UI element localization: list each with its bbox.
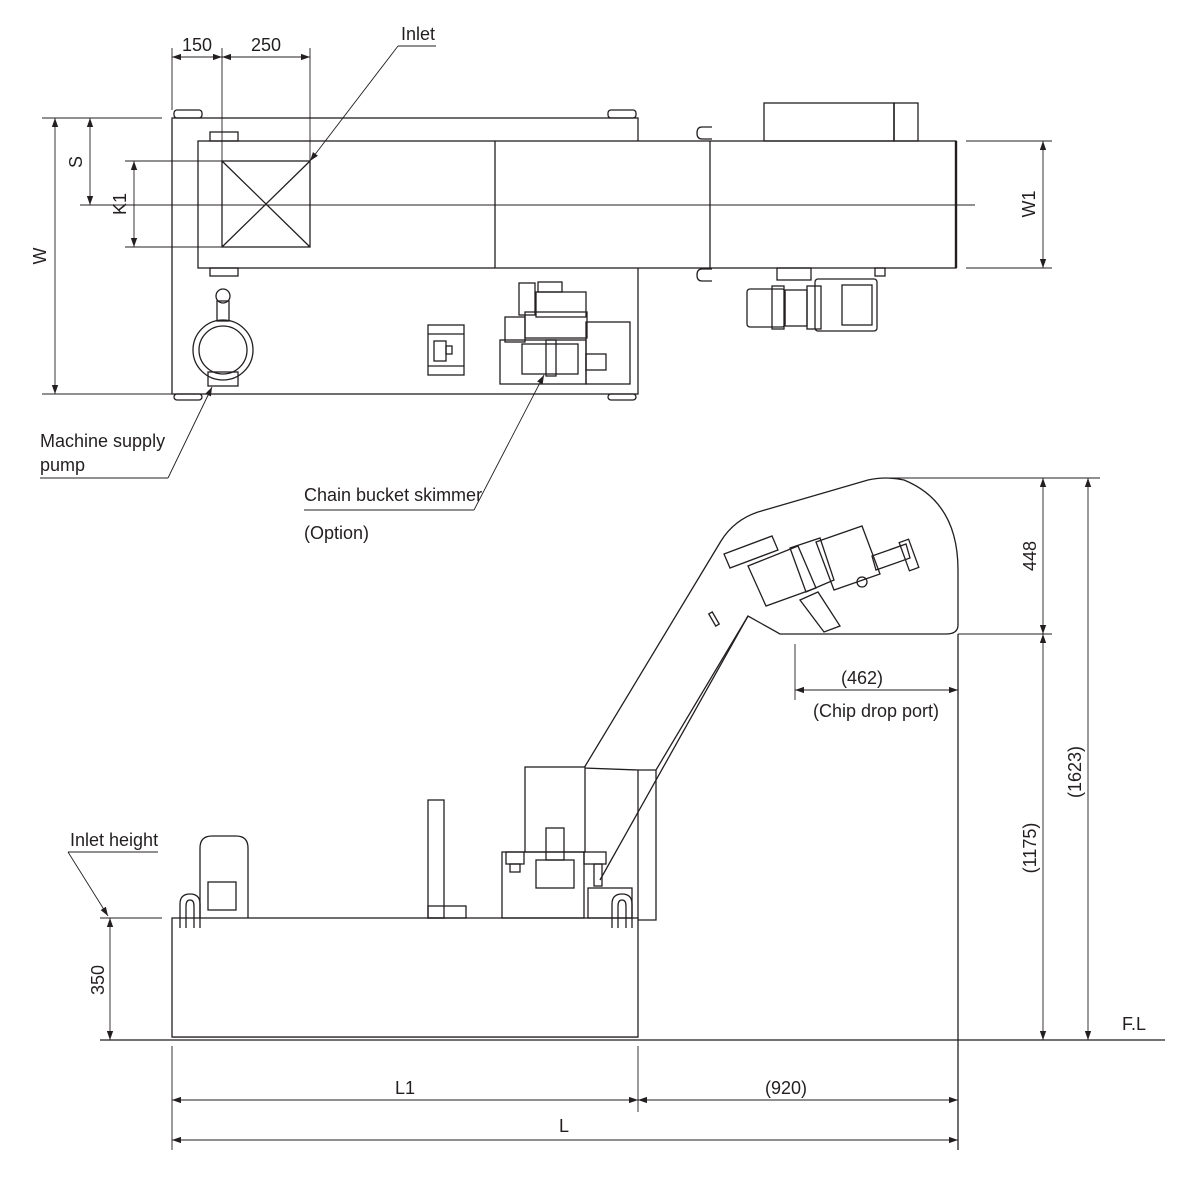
dim-462-label: (462) xyxy=(841,668,883,688)
dim-1175-label: (1175) xyxy=(1020,823,1040,874)
drive-motor-side xyxy=(707,525,920,633)
dim-920-label: (920) xyxy=(765,1078,807,1098)
dim-150-label: 150 xyxy=(182,35,212,55)
skimmer-label: Chain bucket skimmer xyxy=(304,485,482,505)
foot xyxy=(607,393,637,401)
dim-l1-label: L1 xyxy=(395,1078,415,1098)
dim-l-label: L xyxy=(559,1116,569,1136)
dim-w1-label: W1 xyxy=(1019,191,1039,218)
reducer-top xyxy=(746,278,878,332)
top-view: 150 250 Inlet W S K1 W1 Machine supply p… xyxy=(30,24,1052,543)
foot xyxy=(173,109,203,119)
inlet-box xyxy=(221,160,311,248)
tank-side xyxy=(171,917,639,1038)
dim-448-label: 448 xyxy=(1020,541,1040,571)
dim-250-label: 250 xyxy=(251,35,281,55)
chain-bucket-skimmer-top xyxy=(499,281,631,385)
conveyor-body-top xyxy=(197,140,957,269)
supply-pump-top xyxy=(192,288,254,387)
drive-motor-top xyxy=(763,102,895,142)
foot xyxy=(607,109,637,119)
dim-w-label: W xyxy=(30,248,50,265)
dim-k1-label: K1 xyxy=(110,193,130,215)
dim-1623-label: (1623) xyxy=(1065,746,1085,798)
control-box-top xyxy=(427,324,465,376)
side-view: Inlet height 350 448 (1175) (1623) F.L (… xyxy=(67,477,1165,1150)
pump-label-line2: pump xyxy=(40,455,85,475)
foot xyxy=(173,393,203,401)
supply-pump-side xyxy=(199,835,249,918)
pump-label-line1: Machine supply xyxy=(40,431,165,451)
dim-350-label: 350 xyxy=(88,965,108,995)
chip-drop-port-label: (Chip drop port) xyxy=(813,701,939,721)
floor-level-label: F.L xyxy=(1122,1014,1146,1034)
dim-s-label: S xyxy=(66,156,86,168)
conveyor-casing-side xyxy=(582,477,959,921)
inlet-label: Inlet xyxy=(401,24,435,44)
inlet-height-label: Inlet height xyxy=(70,830,158,850)
skimmer-note-label: (Option) xyxy=(304,523,369,543)
chain-bucket-skimmer-side xyxy=(501,766,633,919)
